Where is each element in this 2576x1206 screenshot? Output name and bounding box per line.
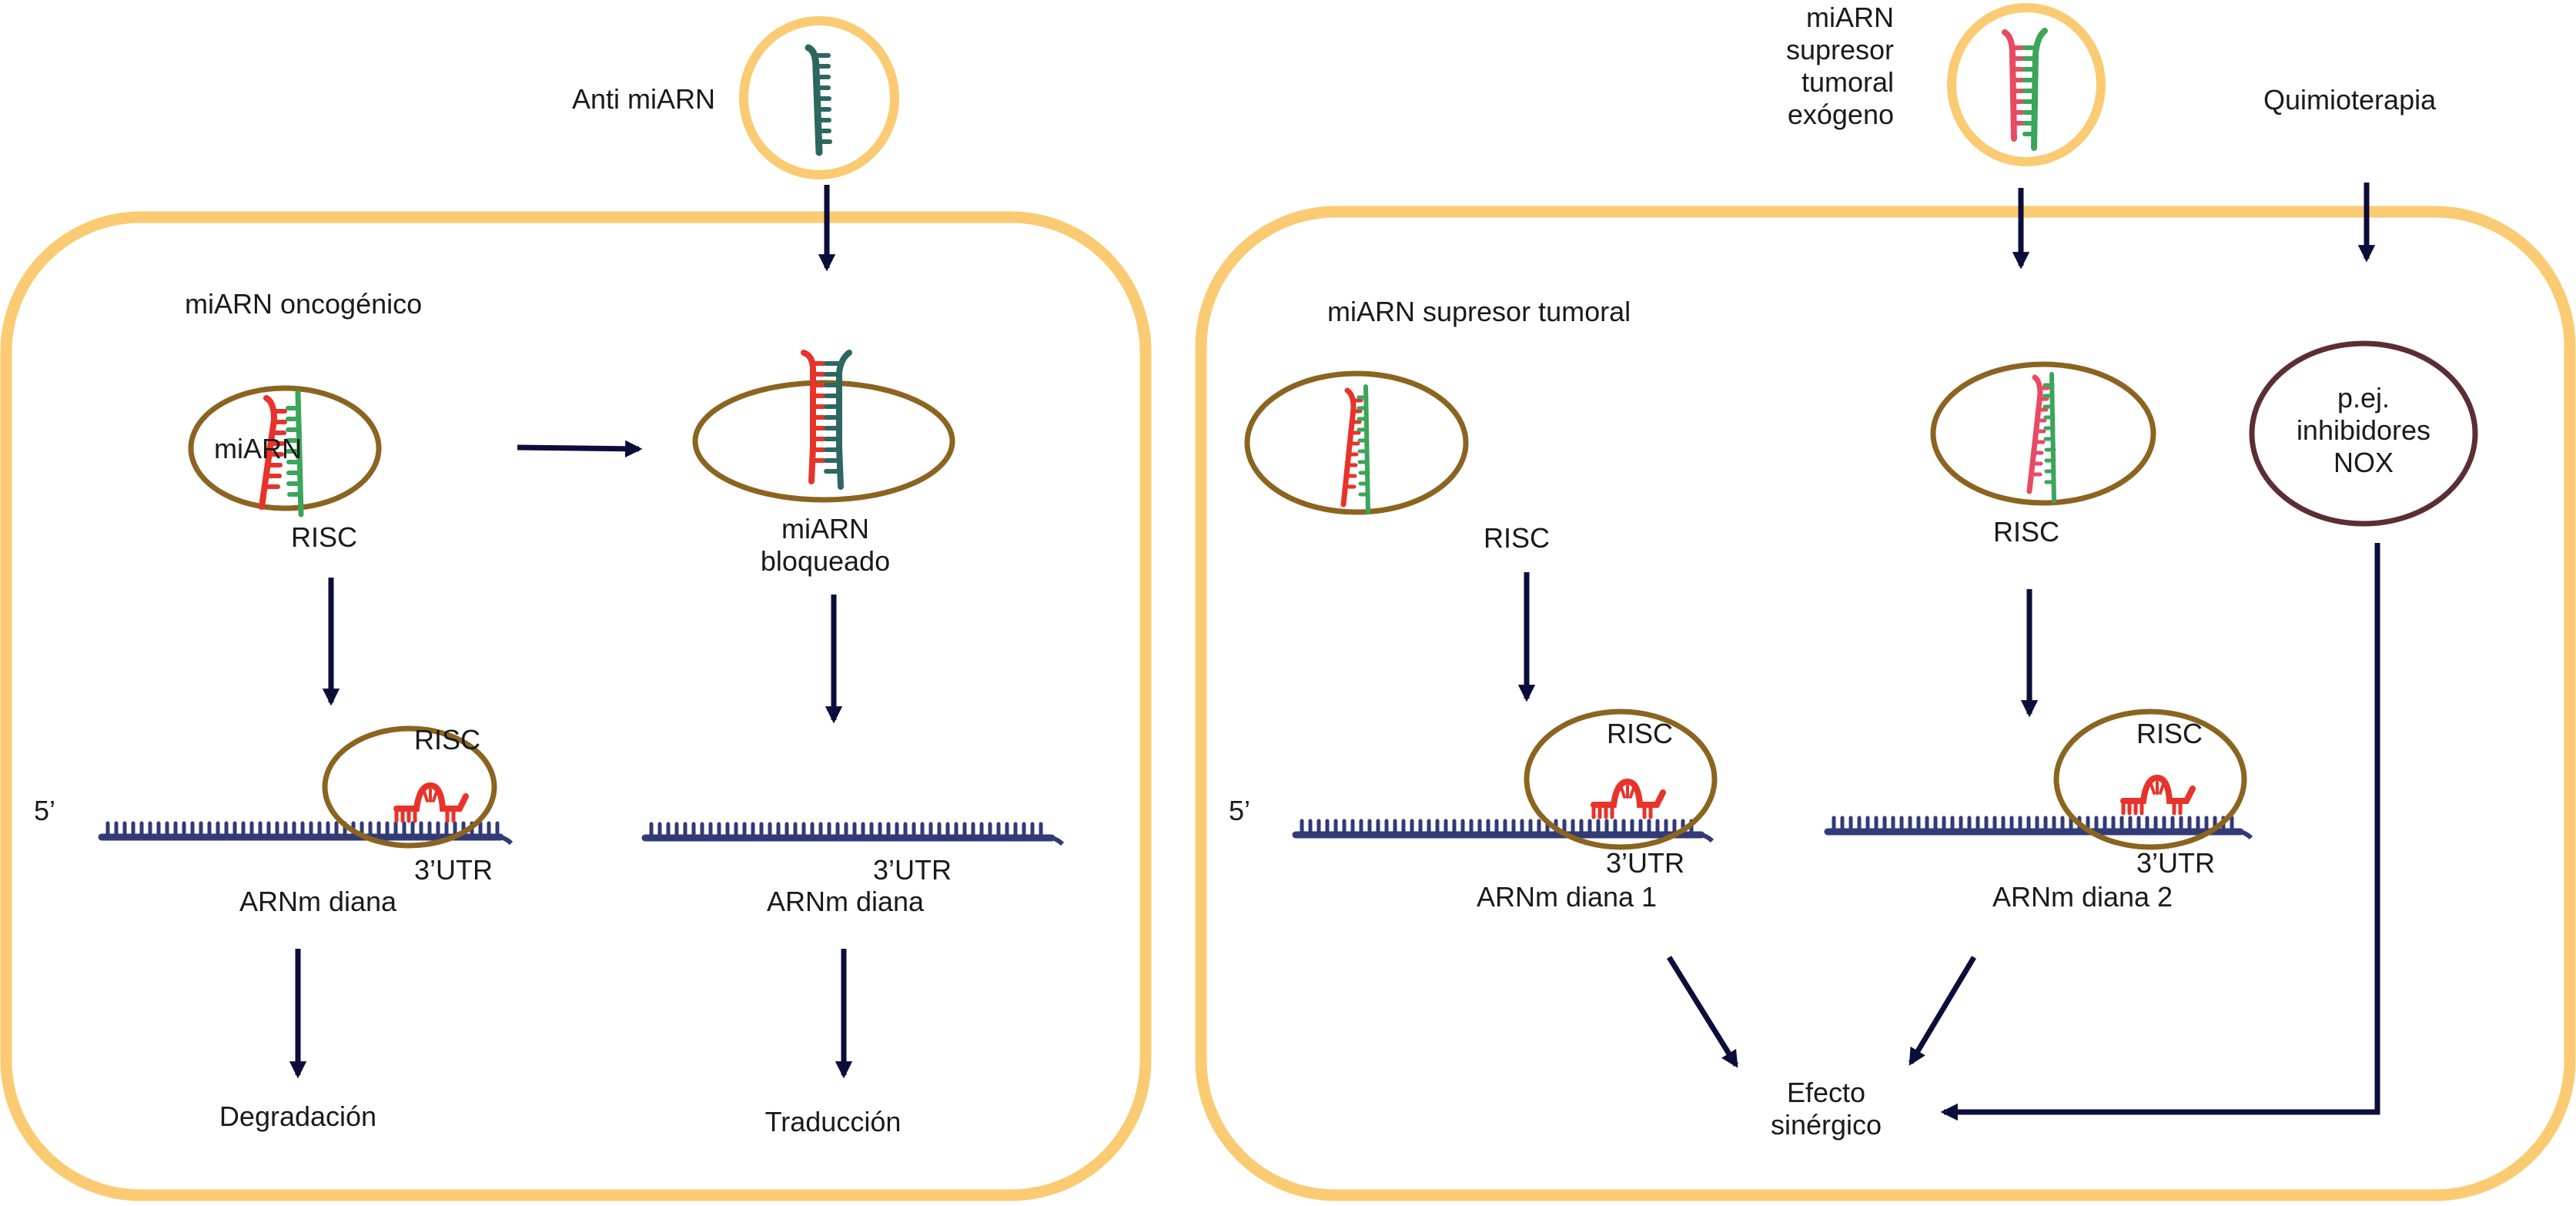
right-cell-title: miARN supresor tumoral — [1327, 296, 1631, 327]
risc-label-oncogenic: RISC — [290, 521, 358, 553]
bound-risc-label-right-1: RISC — [1607, 718, 1674, 749]
mirna-hairpin-icon — [393, 782, 469, 823]
left-cell-membrane — [0, 211, 1152, 1201]
mirna-hairpin-icon — [1591, 778, 1666, 819]
prime5-label-left: 5’ — [34, 795, 56, 826]
risc-label-suppressor-2: RISC — [1992, 516, 2060, 548]
mrna-strand-right-2 — [1824, 816, 2253, 840]
bound-risc-right-2 — [2053, 709, 2247, 850]
synergistic-effect-label: Efecto sinérgico — [1770, 1077, 1882, 1141]
target-mrna-label-left-2: ARNm diana — [766, 886, 925, 917]
utr-label-left-1: 3’UTR — [414, 854, 493, 886]
arrows — [289, 183, 2380, 1121]
mrna-strand-left-2 — [641, 822, 1065, 846]
blocked-mirna-duplex-icon — [801, 350, 852, 490]
right-cell-membrane — [1195, 206, 2576, 1201]
anti-mirna-strand-icon — [805, 44, 832, 156]
nox-inhibitor-circle — [2249, 340, 2478, 527]
risc-complex-suppressor-1 — [1244, 370, 1469, 515]
risc-complex-suppressor-2 — [1930, 361, 2156, 506]
chemotherapy-label: Quimioterapia — [2263, 84, 2437, 116]
exogenous-mirna-duplex-icon — [2002, 28, 2048, 151]
mrna-strand-right-1 — [1292, 819, 1715, 843]
anti-mirna-label: Anti miARN — [571, 83, 715, 115]
utr-label-right-1: 3’UTR — [1606, 847, 1685, 879]
risc-inner-mirna-label: miARN — [214, 433, 302, 464]
risc-label-suppressor-1: RISC — [1483, 522, 1551, 554]
oncogenic-mirna-duplex-icon — [259, 390, 304, 518]
translation-label: Traducción — [764, 1106, 902, 1137]
utr-label-left-2: 3’UTR — [873, 854, 952, 886]
target-mrna-label-left-1: ARNm diana — [239, 886, 397, 917]
arrow-mrna2-to-synergy — [1908, 956, 1977, 1066]
bound-risc-left — [322, 725, 497, 849]
exogenous-mirna-label: miARN supresor tumoral exógeno — [1785, 2, 1894, 130]
bound-risc-label-right-2: RISC — [2136, 718, 2203, 749]
arrow-mrna1-to-synergy — [1667, 956, 1738, 1068]
degradation-label: Degradación — [219, 1100, 377, 1132]
target-mrna-label-right-1: ARNm diana 1 — [1476, 881, 1658, 913]
mirna-hairpin-icon — [2120, 774, 2196, 816]
left-cell-title: miARN oncogénico — [185, 288, 423, 320]
blocked-mirna-label: miARN bloqueado — [760, 513, 891, 577]
target-mrna-label-right-2: ARNm diana 2 — [1992, 881, 2173, 913]
nox-inhibitor-label: p.ej. inhibidores NOX — [2296, 382, 2431, 478]
exogenous-mirna-vesicle — [1947, 3, 2106, 166]
utr-label-right-2: 3’UTR — [2136, 847, 2216, 879]
bound-risc-label-left: RISC — [414, 724, 481, 755]
prime5-label-right: 5’ — [1229, 795, 1251, 826]
bound-risc-right-1 — [1524, 709, 1718, 850]
risc-complex-oncogenic — [188, 385, 382, 511]
arrow-nox-to-synergy — [1940, 543, 2380, 1121]
suppressor-mirna-duplex-1-icon — [1340, 384, 1370, 514]
mrna-strands — [98, 816, 2253, 846]
suppressor-mirna-duplex-2-icon — [2026, 372, 2056, 503]
mrna-strand-left-1 — [98, 821, 514, 846]
arrow-risc-to-blocked — [517, 440, 643, 457]
bound-risc-layer — [322, 709, 2247, 850]
